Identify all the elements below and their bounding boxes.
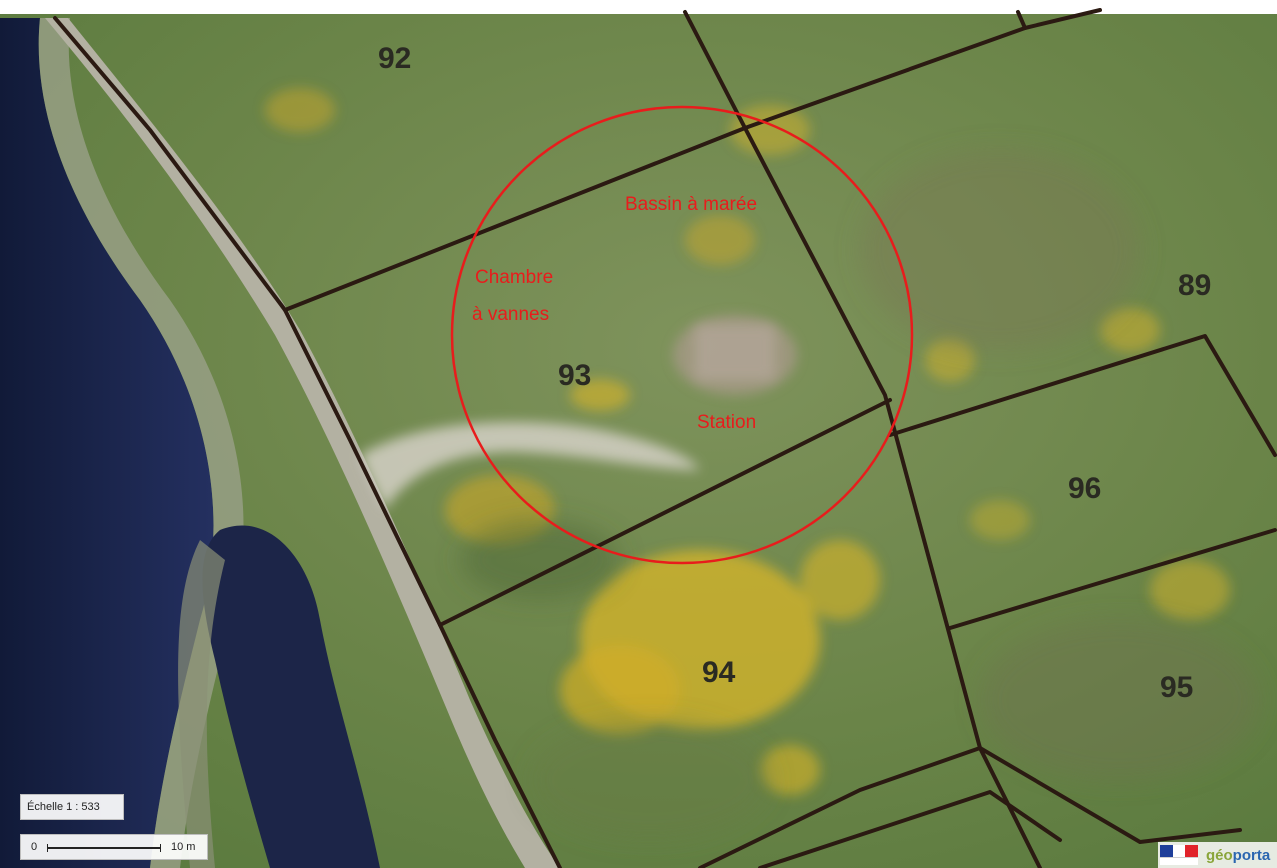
parcel-label-93: 93 <box>558 359 591 392</box>
parcel-label-95: 95 <box>1160 671 1193 704</box>
republique-francaise-flag-icon <box>1160 845 1199 865</box>
scale-label: Échelle 1 <box>27 801 73 813</box>
scale-bar-start: 0 <box>31 841 38 853</box>
heather-patches <box>460 150 1260 840</box>
cadastral-lines <box>53 8 1277 868</box>
scale-bar-box: 0 10 m <box>20 834 208 860</box>
parcel-label-96: 96 <box>1068 472 1101 505</box>
logo-text-geo: géo <box>1206 846 1233 864</box>
geoportail-logo[interactable]: géoporta <box>1158 842 1277 868</box>
top-margin <box>0 0 1277 14</box>
annotation-circle <box>450 105 914 565</box>
scale-bar-line <box>47 844 161 852</box>
lagoon <box>202 525 380 868</box>
parcel-label-92: 92 <box>378 42 411 75</box>
scale-value: 533 <box>81 801 100 813</box>
parcel-label-89: 89 <box>1178 269 1211 302</box>
annotation-bassin-a-maree: Bassin à marée <box>625 194 757 215</box>
water-area <box>0 18 214 868</box>
scale-ratio-box: Échelle 1 : 533 <box>20 794 124 820</box>
logo-text-porta: porta <box>1232 846 1271 864</box>
annotation-station: Station <box>697 412 756 433</box>
road <box>45 18 560 868</box>
parcel-label-94: 94 <box>702 656 736 689</box>
dirt-track <box>360 422 700 510</box>
annotation-chambre-line2: à vannes <box>472 304 549 325</box>
lagoon-bank <box>178 540 225 868</box>
scale-bar-distance: 10 m <box>171 841 196 853</box>
station-structure <box>673 315 797 395</box>
scale-separator: : <box>75 801 79 813</box>
gorse-patches <box>265 88 1230 795</box>
annotation-chambre-line1: Chambre <box>475 267 553 288</box>
geoportail-wordmark: géoporta <box>1206 847 1270 864</box>
